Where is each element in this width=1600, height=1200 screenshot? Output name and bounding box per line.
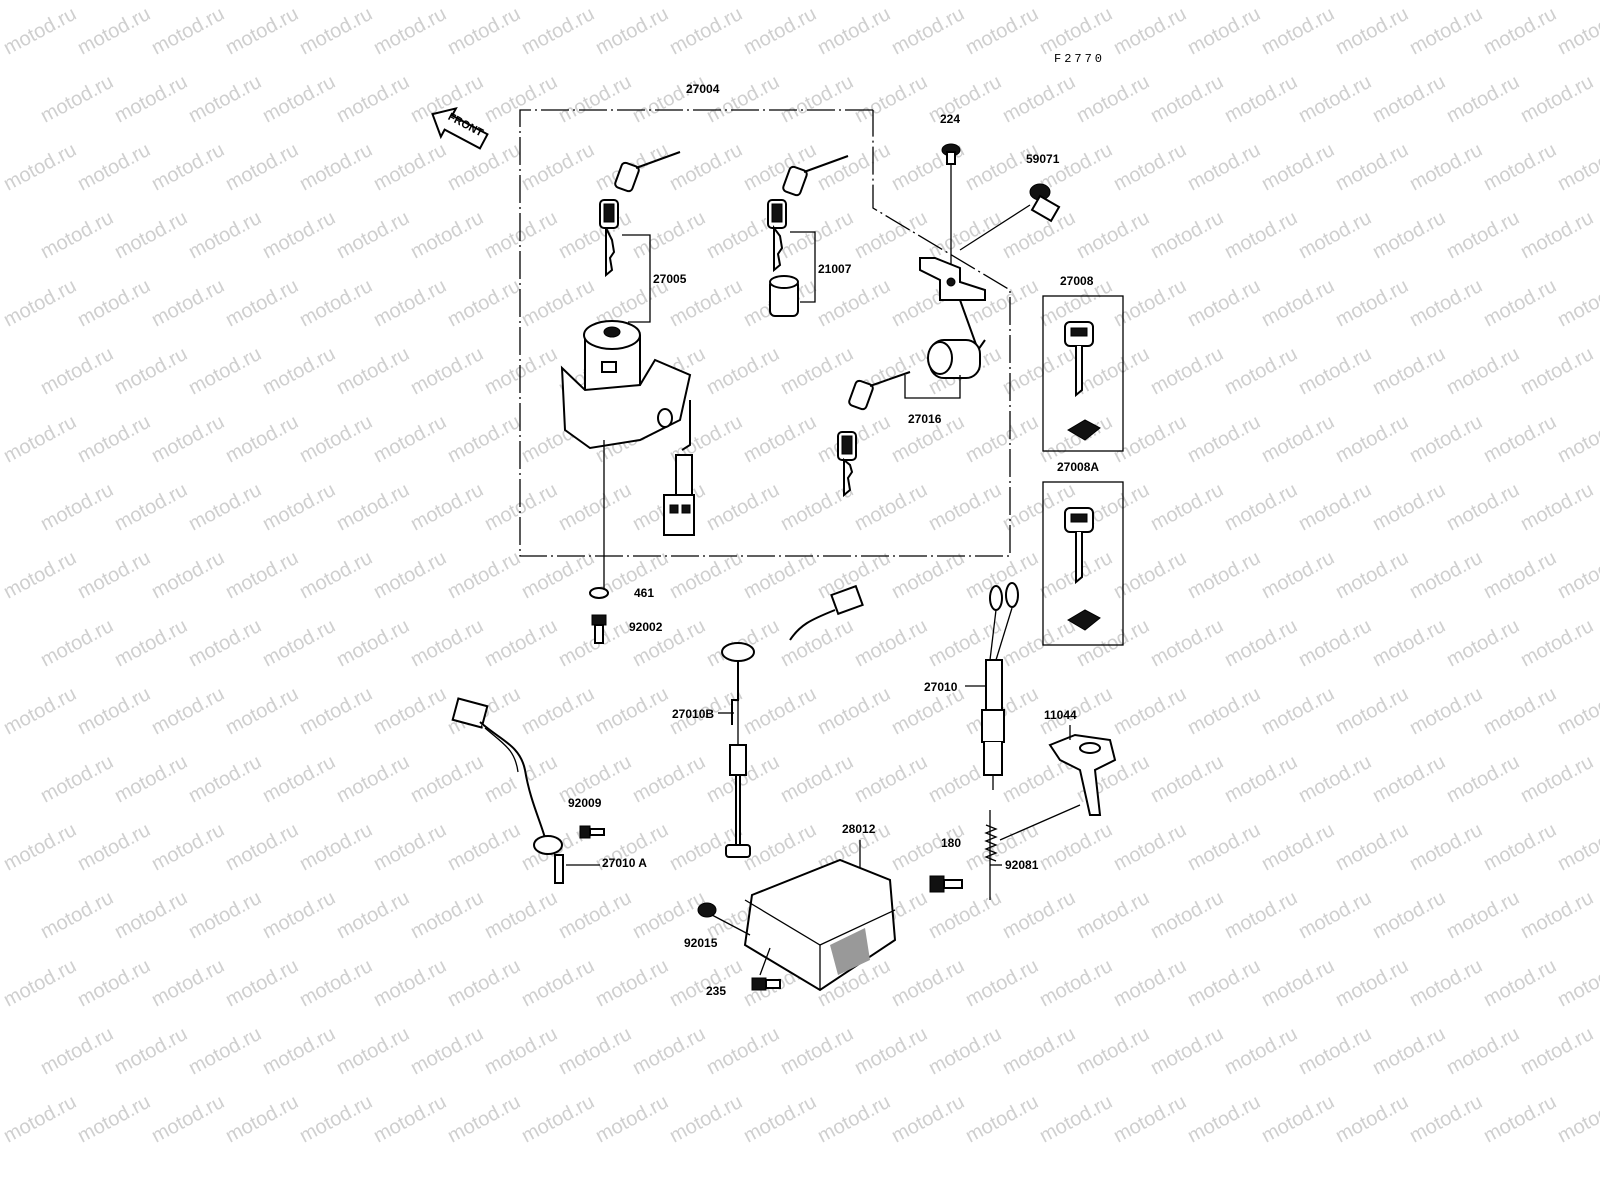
washer-461-icon [589,587,609,599]
drawing-code: F2770 [1054,52,1106,66]
switch-27010B-icon [721,584,864,858]
bolt-235-icon [751,977,781,991]
label-27008: 27008 [1060,274,1094,288]
label-27016: 27016 [908,412,942,426]
key-21007-icon [767,155,849,273]
label-461: 461 [634,586,655,600]
label-224: 224 [940,112,961,126]
label-27008A: 27008A [1057,460,1100,474]
label-59071: 59071 [1026,152,1060,166]
lock-cylinder-21007-icon [769,275,799,317]
key-27008A-icon [1064,507,1101,631]
key-27008-frame [1042,295,1124,452]
key-27008A-frame [1042,481,1124,646]
set-frame-27004 [519,109,1011,557]
key-27005-icon [599,151,681,278]
label-235: 235 [706,984,727,998]
ignition-switch-icon [560,320,695,536]
label-180: 180 [941,836,962,850]
label-21007: 21007 [818,262,852,276]
label-92009: 92009 [568,796,602,810]
switch-27010A-icon [451,697,564,884]
key-27016-icon [837,371,911,498]
label-27005: 27005 [653,272,687,286]
lock-59071-icon [1029,183,1061,223]
label-28012: 28012 [842,822,876,836]
relay-box-28012-icon [743,858,897,992]
label-27010: 27010 [924,680,958,694]
bracket-11044-icon [1048,733,1117,816]
seat-lock-bracket-icon [919,257,986,353]
label-92015: 92015 [684,936,718,950]
label-92002: 92002 [629,620,663,634]
label-27004: 27004 [686,82,720,96]
label-92081: 92081 [1005,858,1039,872]
nut-92015-icon [697,902,717,918]
label-27010A: 27010 A [602,856,647,870]
lock-cylinder-27016-icon [927,339,981,379]
front-arrow-icon [431,106,489,150]
screw-92009-icon [579,825,605,839]
spring-92081-icon [984,810,998,900]
bolt-180-icon [929,875,963,893]
screw-224-icon [941,143,961,165]
label-11044: 11044 [1044,708,1077,722]
label-27010B: 27010B [672,707,715,721]
switch-27010-icon [981,582,1019,790]
bolt-92002-icon [591,614,607,644]
key-27008-icon [1064,321,1101,441]
